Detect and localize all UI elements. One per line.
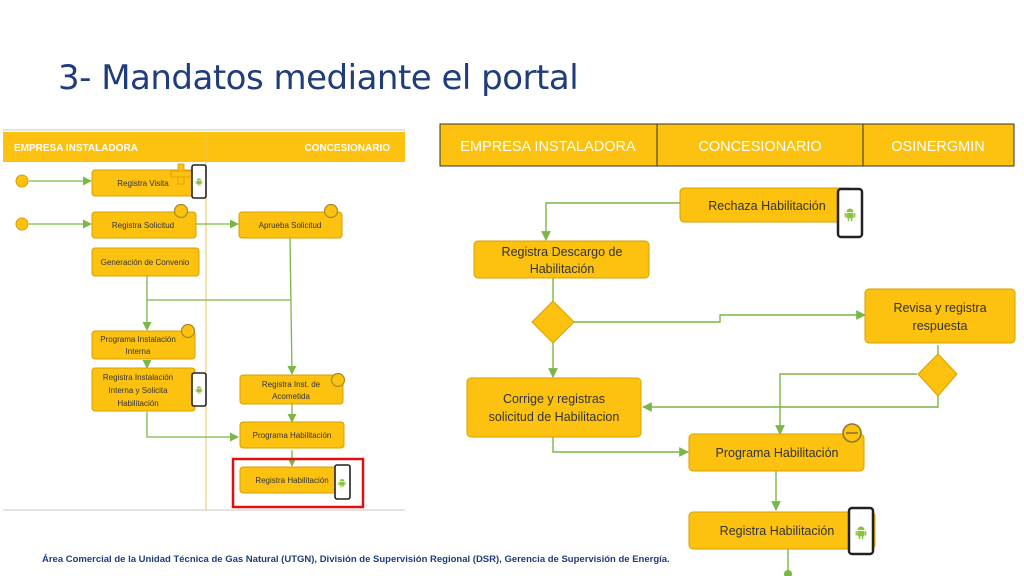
left-step-aprueba-solicitud: Aprueba Solicitud: [259, 221, 322, 230]
highlight-frame: [231, 457, 365, 509]
decision-diamond: [531, 300, 575, 344]
plus-icon: [170, 163, 192, 185]
left-step-registra-visita: Registra Visita: [117, 179, 169, 188]
footer-text: Área Comercial de la Unidad Técnica de G…: [42, 554, 670, 565]
right-lane-osinergmin: OSINERGMIN: [891, 139, 984, 155]
phone-android-icon: [191, 164, 351, 500]
left-step-registra-instalacion-l2: Interna y Solicita: [108, 386, 168, 395]
right-lane-empresa: EMPRESA INSTALADORA: [460, 139, 636, 155]
left-step-registra-instalacion-l3: Habilitación: [117, 399, 158, 408]
left-step-registra-acometida-l1: Registra Inst. de: [262, 380, 321, 389]
right-step-registra-descargo-l1: Registra Descargo de: [502, 245, 623, 259]
left-step-programa-instalacion-l1: Programa Instalación: [100, 335, 176, 344]
right-step-revisa-registra-l1: Revisa y registra: [893, 301, 986, 315]
right-lane-concesionario: CONCESIONARIO: [698, 139, 821, 155]
right-step-rechaza-habilitacion: Rechaza Habilitación: [708, 199, 825, 213]
left-step-registra-solicitud: Registra Solicitud: [112, 221, 174, 230]
right-step-corrige-l1: Corrige y registras: [503, 392, 605, 406]
clock-icon: [173, 203, 346, 388]
left-step-registra-acometida-l2: Acometida: [272, 392, 310, 401]
left-step-registra-habilitacion: Registra Habilitación: [255, 476, 328, 485]
right-step-corrige-l2: solicitud de Habilitacion: [489, 410, 620, 424]
right-process-diagram: EMPRESA INSTALADORA CONCESIONARIO OSINER…: [439, 123, 1016, 576]
right-step-revisa-registra-l2: respuesta: [913, 319, 968, 333]
right-step-programa-habilitacion: Programa Habilitación: [716, 446, 839, 460]
left-lane-header-bg: [3, 132, 405, 162]
left-lane-concesionario: CONCESIONARIO: [304, 143, 390, 154]
right-step-registra-habilitacion: Registra Habilitación: [720, 524, 835, 538]
left-step-programa-habilitacion: Programa Habilitación: [253, 431, 332, 440]
left-step-programa-instalacion-l2: Interna: [126, 347, 151, 356]
decision-diamond: [917, 353, 958, 397]
slide-title: 3- Mandatos mediante el portal: [58, 58, 579, 98]
phone-android-icon: [836, 187, 875, 556]
right-step-registra-descargo-l2: Habilitación: [530, 262, 595, 276]
left-process-diagram: EMPRESA INSTALADORA CONCESIONARIO Regist…: [3, 129, 405, 511]
clock-icon: [842, 423, 862, 443]
left-step-generacion-convenio: Generación de Convenio: [101, 258, 190, 267]
left-lane-empresa: EMPRESA INSTALADORA: [14, 143, 138, 154]
left-step-registra-instalacion-l1: Registra Instalación: [103, 373, 173, 382]
